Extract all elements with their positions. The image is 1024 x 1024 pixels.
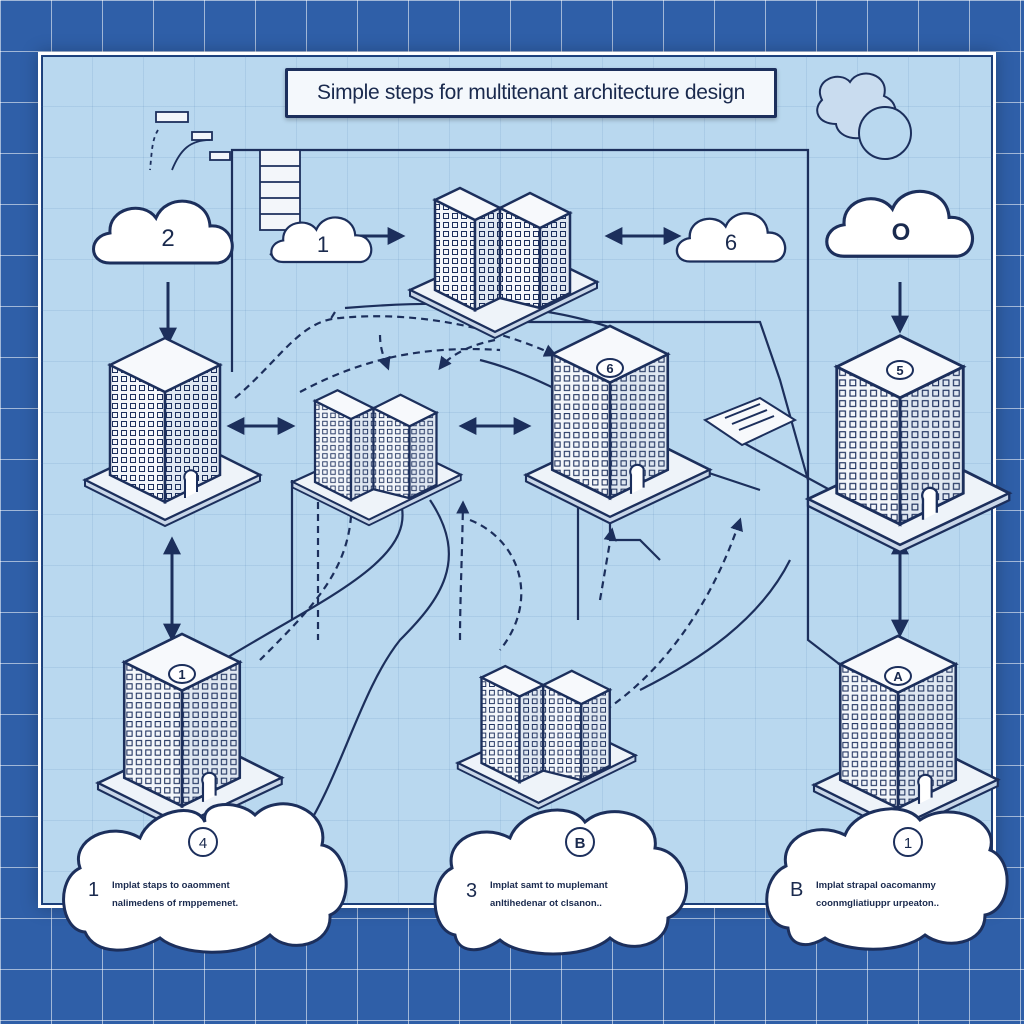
cloud-step-6: 6 — [675, 212, 787, 263]
callout-cloud-center: B 3 Implat samt to muplemant anltihedena… — [433, 808, 688, 956]
building-right: 5 — [806, 334, 1011, 554]
building-right-badge: 5 — [896, 363, 903, 378]
callout-right-number: B — [790, 879, 803, 901]
cloud-step-6-label: 6 — [725, 230, 737, 255]
diagram-title: Simple steps for multitenant architectur… — [285, 68, 777, 118]
building-bottom-left-badge: 1 — [178, 667, 185, 682]
callout-right-line2: coonmgliatiuppr urpeaton.. — [816, 898, 939, 909]
building-bottom-right-badge: A — [893, 669, 903, 684]
document-icon — [702, 396, 798, 447]
cloud-step-2: 2 — [92, 199, 234, 265]
cloud-step-1-label: 1 — [317, 232, 329, 257]
callout-center-line1: Implat samt to muplemant — [490, 880, 609, 891]
building-bottom-left: 1 — [96, 632, 284, 833]
config-widgets — [149, 111, 231, 171]
cloud-step-1: 1 — [270, 216, 373, 264]
building-center-right: 6 — [524, 324, 712, 525]
building-bottom-right: A — [812, 634, 1000, 835]
callout-right-line1: Implat strapal oacomanmy — [816, 880, 937, 891]
callout-right-badge: 1 — [904, 835, 912, 852]
building-bottom-center — [456, 664, 637, 810]
callout-left-line1: Implat staps to oaomment — [112, 880, 231, 891]
bidirectional-arrows — [159, 227, 909, 642]
cloud-step-2-label: 2 — [161, 225, 174, 252]
building-left — [83, 336, 262, 528]
callout-cloud-right: 1 B Implat strapal oacomanmy coonmgliati… — [765, 807, 1009, 951]
building-center-right-badge: 6 — [606, 361, 613, 376]
brain-cloud-icon — [816, 72, 912, 160]
cloud-step-o-label: O — [892, 219, 911, 246]
callout-left-line2: nalimedens of rmppemenet. — [112, 898, 238, 909]
dashed-connectors — [234, 311, 743, 742]
callout-center-badge: B — [575, 835, 586, 852]
callout-left-badge: 4 — [199, 835, 207, 852]
server-rack-icon — [259, 149, 301, 231]
callout-cloud-left: 4 1 Implat staps to oaomment nalimedens … — [62, 802, 348, 954]
cloud-step-o: O — [825, 189, 975, 258]
callout-left-number: 1 — [88, 879, 99, 901]
callout-center-number: 3 — [466, 880, 477, 902]
callout-center-line2: anltihedenar ot clsanon.. — [490, 898, 602, 909]
